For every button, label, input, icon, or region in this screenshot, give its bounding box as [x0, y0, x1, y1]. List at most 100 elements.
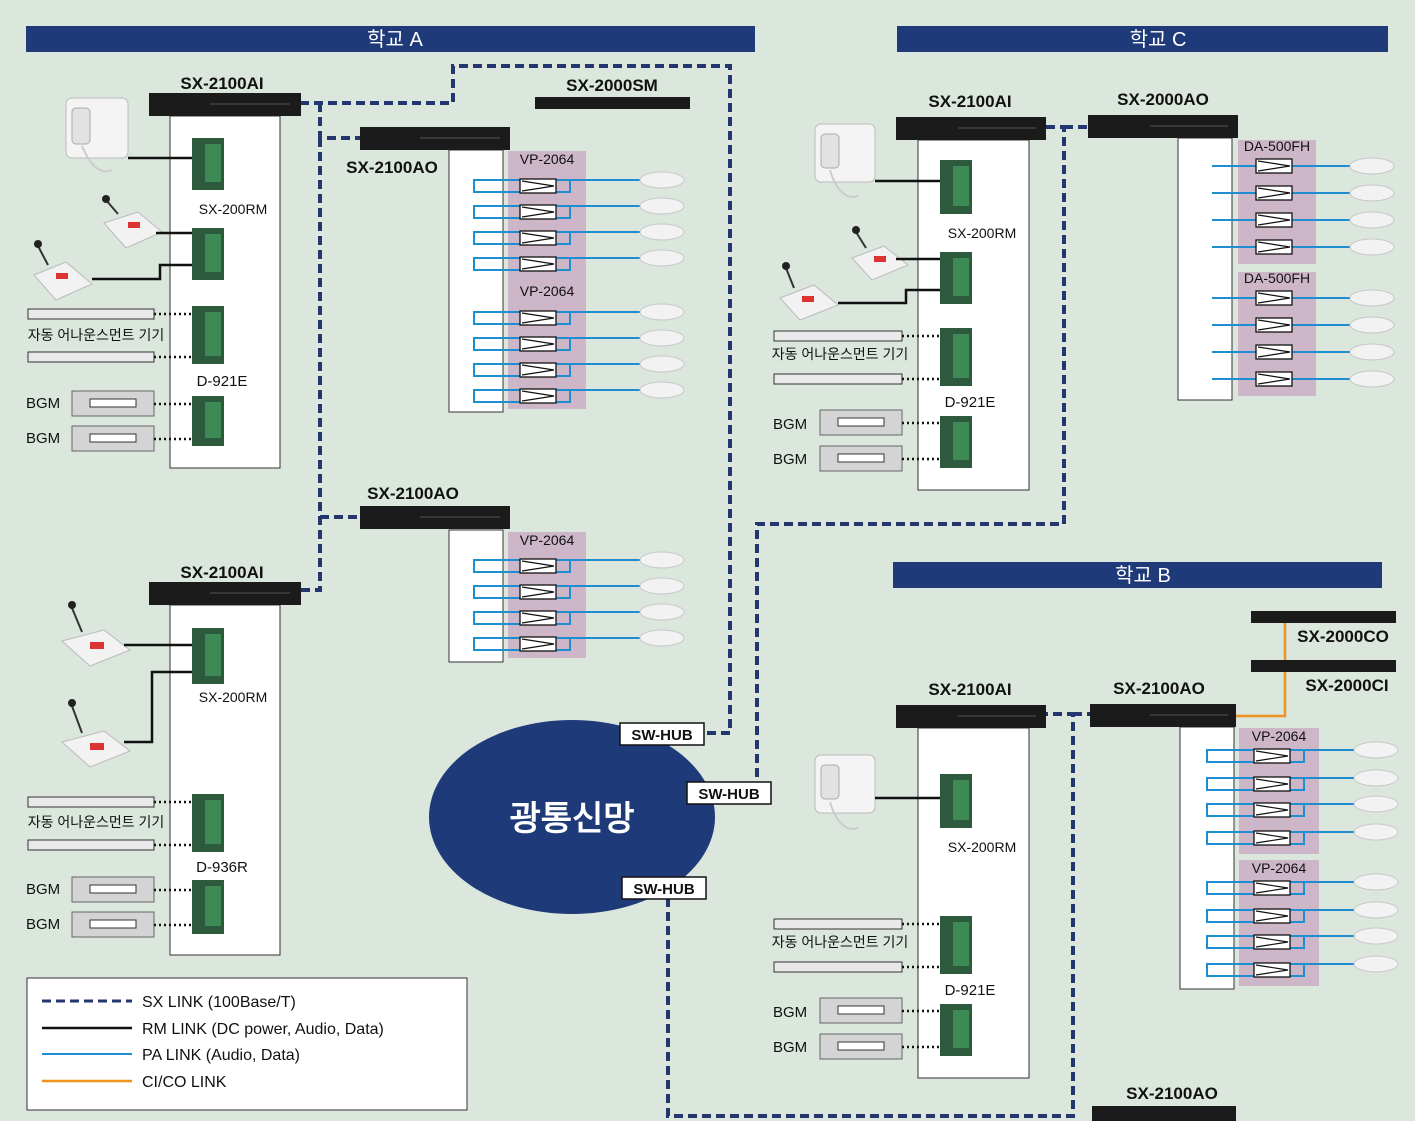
model-label: SX-2100AI — [180, 563, 263, 582]
rack-unit — [149, 93, 301, 116]
speaker-icon — [1353, 873, 1399, 891]
amplifier-symbol — [1257, 187, 1291, 199]
amplifier-symbol — [1257, 292, 1291, 304]
announce-device — [27, 351, 155, 363]
speaker-icon — [1353, 927, 1399, 945]
pa-line — [556, 363, 642, 377]
speaker-icon — [1349, 289, 1395, 307]
rm-card — [192, 628, 224, 684]
bgm-player — [819, 997, 903, 1024]
sw-hub-1-label: SW-HUB — [631, 727, 693, 744]
remote-mic-wall — [814, 754, 876, 830]
bgm-card — [192, 880, 224, 934]
school-b-title: 학교 B — [1115, 564, 1171, 587]
sx200rm-label: SX-200RM — [948, 839, 1016, 855]
vp2064-label: VP-2064 — [520, 151, 575, 167]
amp-block — [1212, 157, 1395, 388]
announce-device — [27, 308, 155, 320]
pa-line — [556, 179, 642, 193]
sx200rm-label: SX-200RM — [199, 689, 267, 705]
bgm-player — [819, 1033, 903, 1060]
bgm-player — [71, 425, 155, 452]
school-a-title: 학교 A — [367, 28, 423, 51]
announce-device — [773, 961, 903, 973]
speaker-icon — [1349, 211, 1395, 229]
amplifier-symbol — [1257, 241, 1291, 253]
d921e-label: D-921E — [197, 373, 248, 390]
model-label: SX-2000AO — [1117, 90, 1209, 109]
amplifier-symbol — [521, 206, 555, 218]
vp2064-label: VP-2064 — [520, 532, 575, 548]
remote-mic-desk-1 — [851, 226, 909, 281]
amplifier-symbol — [1255, 964, 1289, 976]
d921e-label: D-921E — [945, 394, 996, 411]
rack-unit — [896, 117, 1046, 140]
sx2000co-group: SX-2000CO — [1251, 611, 1396, 646]
amp-block — [473, 551, 685, 652]
announce-device — [773, 373, 903, 385]
vp2064-label: VP-2064 — [520, 283, 575, 299]
amplifier-symbol — [521, 560, 555, 572]
rm-card — [192, 138, 224, 190]
amplifier-symbol — [521, 638, 555, 650]
d936r-label: D-936R — [196, 859, 248, 876]
amp-block — [1206, 741, 1399, 978]
school-c-title: 학교 C — [1130, 28, 1187, 51]
remote-mic-desk-2 — [60, 699, 132, 768]
school-c-ao-group: SX-2000AO DA-500FH DA-500FH — [1088, 90, 1395, 401]
remote-mic-desk-1 — [102, 195, 163, 249]
speaker-icon — [1353, 795, 1399, 813]
model-label: SX-2100AO — [346, 158, 438, 177]
pa-line — [556, 257, 642, 271]
pa-line — [556, 585, 642, 599]
speaker-icon — [639, 355, 685, 373]
amplifier-symbol — [521, 364, 555, 376]
bgm-card — [192, 396, 224, 446]
speaker-icon — [1349, 370, 1395, 388]
bgm-label: BGM — [773, 451, 807, 468]
speaker-icon — [639, 303, 685, 321]
amplifier-symbol — [521, 180, 555, 192]
bgm-label: BGM — [26, 430, 60, 447]
sx2000sm-group: SX-2000SM — [535, 76, 690, 109]
pa-line — [556, 637, 642, 651]
fiber-network-label: 광통신망 — [509, 800, 634, 838]
pa-line — [1290, 831, 1356, 845]
sx2000ci-group: SX-2000CI — [1251, 660, 1396, 695]
bgm-label: BGM — [773, 1039, 807, 1056]
remote-mic-desk-2 — [33, 240, 93, 301]
bgm-player — [819, 409, 903, 436]
legend: SX LINK (100Base/T) RM LINK (DC power, A… — [26, 977, 468, 1111]
d921e-card — [940, 916, 972, 974]
sx2000ci-label: SX-2000CI — [1305, 676, 1388, 695]
rm-card — [192, 228, 224, 280]
rack-unit — [360, 506, 510, 529]
legend-pa-link: PA LINK (Audio, Data) — [142, 1047, 300, 1064]
d936r-card — [192, 794, 224, 852]
speaker-icon — [639, 171, 685, 189]
school-c-ai-group: SX-2100AI SX-200RM 자동 어나운스먼트 기기 — [772, 92, 1046, 491]
pa-line — [556, 611, 642, 625]
remote-mic-wall — [65, 97, 129, 173]
speaker-icon — [1349, 157, 1395, 175]
model-label: SX-2100AI — [928, 92, 1011, 111]
bgm-player — [71, 390, 155, 417]
school-a-header: 학교 A — [26, 26, 755, 52]
speaker-icon — [1353, 741, 1399, 759]
pa-line — [1290, 749, 1356, 763]
model-label: SX-2100AO — [1113, 679, 1205, 698]
speaker-icon — [1349, 184, 1395, 202]
speaker-icon — [639, 629, 685, 647]
school-c-header: 학교 C — [897, 26, 1388, 52]
vp2064-label: VP-2064 — [1252, 860, 1307, 876]
amplifier-symbol — [1255, 832, 1289, 844]
amplifier-symbol — [1255, 750, 1289, 762]
bgm-label: BGM — [26, 916, 60, 933]
bgm-label: BGM — [26, 881, 60, 898]
pa-line — [1290, 963, 1356, 977]
pa-line — [556, 205, 642, 219]
speaker-icon — [1349, 316, 1395, 334]
amplifier-symbol — [1257, 160, 1291, 172]
fiber-network: 광통신망 — [429, 720, 715, 914]
